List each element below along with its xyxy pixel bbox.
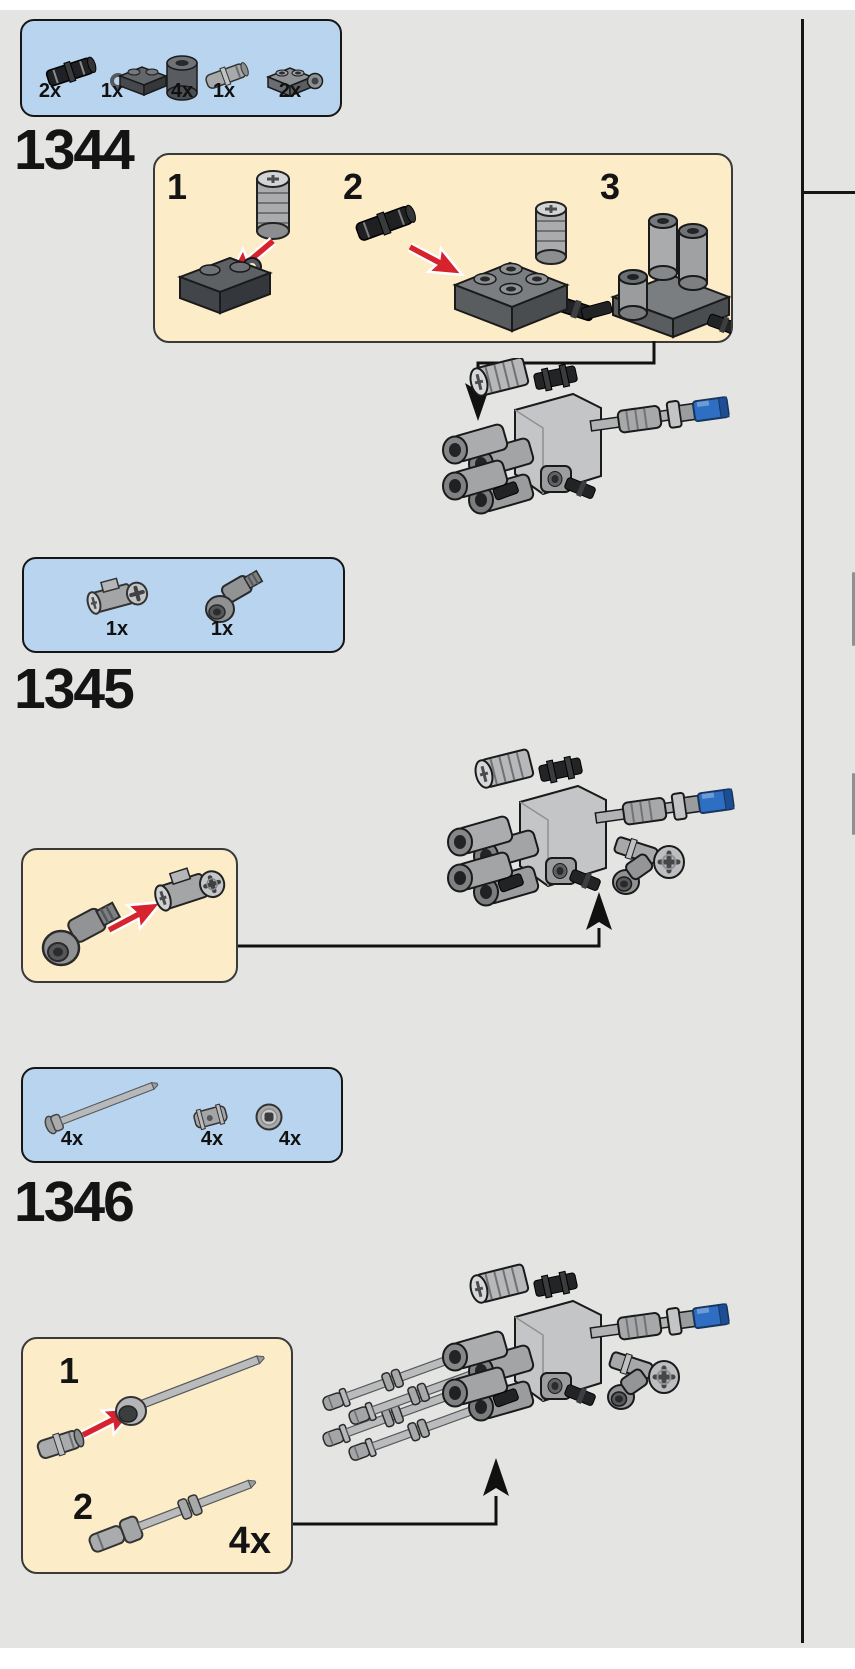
round-brick-technic-icon xyxy=(256,170,290,240)
part-qty: 2x xyxy=(38,80,62,102)
pin-connector-icon xyxy=(193,1103,228,1131)
page-column-divider xyxy=(801,19,804,1643)
up-arrow-icon xyxy=(483,1458,509,1496)
substep-multiplier: 4x xyxy=(228,1520,271,1562)
page-section-divider xyxy=(803,191,855,194)
part-qty: 4x xyxy=(60,1128,84,1150)
plate-1x2-ring-icon xyxy=(266,67,324,98)
cylinder-cluster-icon xyxy=(580,213,731,339)
plate-1x2-clip-icon xyxy=(110,66,169,97)
substep-art-1345 xyxy=(41,867,226,967)
plate-2x2-assembly-icon xyxy=(452,201,596,333)
parts-callout-1344: 2x 1x 4x 1x 2x xyxy=(20,19,342,117)
red-arrow xyxy=(405,237,465,283)
substep-box-1345 xyxy=(21,848,238,983)
parts-art-1345 xyxy=(86,569,264,623)
up-arrow-icon xyxy=(586,892,612,930)
assembly-model-1345 xyxy=(446,747,736,907)
elbow-connector-icon xyxy=(205,569,264,623)
parts-callout-1345: 1x 1x xyxy=(22,557,345,653)
part-qty: 1x xyxy=(212,80,236,102)
substep-number: 2 xyxy=(73,1486,94,1527)
part-qty: 1x xyxy=(100,80,124,102)
assembly-model-1344 xyxy=(441,358,731,515)
plate-1x2-clip-large-icon xyxy=(177,256,273,315)
assembly-model-1346 xyxy=(320,1262,731,1465)
axle-long-icon xyxy=(44,1082,159,1135)
pin-half-icon xyxy=(36,1428,85,1459)
round-brick-1x1-icon xyxy=(166,55,198,101)
step-number-1346: 1346 xyxy=(14,1170,135,1234)
substep-box-1346: 1 2 4x xyxy=(21,1337,293,1574)
axle-connector-clutch-icon xyxy=(86,577,149,615)
substep-number: 1 xyxy=(167,166,188,207)
axle-connector-clutch-large-icon xyxy=(154,867,226,912)
part-qty: 1x xyxy=(105,618,129,640)
substep-number: 1 xyxy=(59,1350,80,1391)
substep-art-1344 xyxy=(177,170,731,339)
parts-art-1344 xyxy=(45,55,324,101)
part-qty: 2x xyxy=(278,80,302,102)
part-qty: 4x xyxy=(170,80,194,102)
substep-number: 3 xyxy=(600,166,621,207)
step-number-1345: 1345 xyxy=(14,657,135,721)
step-number-1344: 1344 xyxy=(14,118,135,182)
axle-with-bush-icon xyxy=(115,1355,265,1426)
substep-art-1346 xyxy=(36,1355,265,1553)
assembled-axle-icon xyxy=(88,1479,257,1553)
substep-number: 2 xyxy=(343,166,364,207)
adjacent-page-edge-mark xyxy=(852,572,855,646)
adjacent-page-edge-mark xyxy=(852,773,855,835)
parts-callout-1346: 4x 4x 4x xyxy=(21,1067,343,1163)
part-qty: 4x xyxy=(200,1128,224,1150)
part-qty: 4x xyxy=(278,1128,302,1150)
part-qty: 1x xyxy=(210,618,234,640)
bush-icon xyxy=(255,1103,283,1131)
substep-box-1344: 1 2 3 xyxy=(153,153,733,343)
pin-joiner-black-icon xyxy=(45,56,97,87)
parts-art-1346 xyxy=(44,1082,283,1135)
technic-pin-gray-icon xyxy=(205,62,249,89)
pin-joiner-black-icon xyxy=(355,204,416,241)
assembly-connector-1345 xyxy=(238,892,612,948)
assembly-connector-1346 xyxy=(293,1458,509,1526)
elbow-connector-large-icon xyxy=(41,901,122,967)
